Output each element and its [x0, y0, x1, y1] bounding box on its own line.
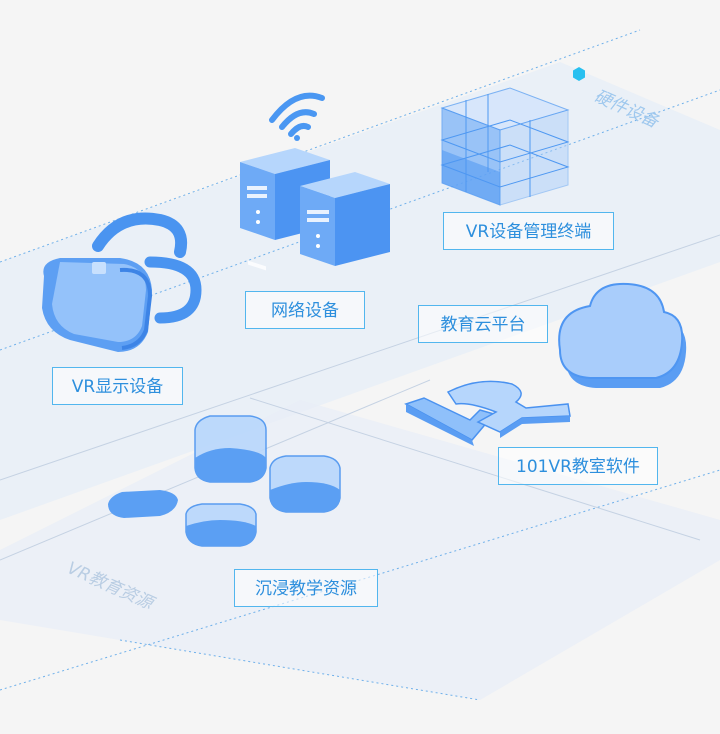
label-immersive: 沉浸教学资源	[234, 569, 378, 607]
label-vr-software: 101VR教室软件	[498, 447, 658, 485]
resource-tiles-icon	[108, 415, 341, 547]
label-cloud-platform: 教育云平台	[418, 305, 548, 343]
vr-logo-icon	[404, 380, 571, 446]
vr-headset-icon	[42, 212, 202, 352]
marker-icon	[573, 67, 585, 81]
server-icon	[240, 148, 390, 271]
cube-grid-icon	[440, 87, 570, 206]
label-network: 网络设备	[245, 291, 365, 329]
label-vr-manager: VR设备管理终端	[443, 212, 614, 250]
cloud-icon	[558, 282, 687, 388]
label-vr-display: VR显示设备	[52, 367, 183, 405]
wifi-icon	[269, 92, 325, 141]
